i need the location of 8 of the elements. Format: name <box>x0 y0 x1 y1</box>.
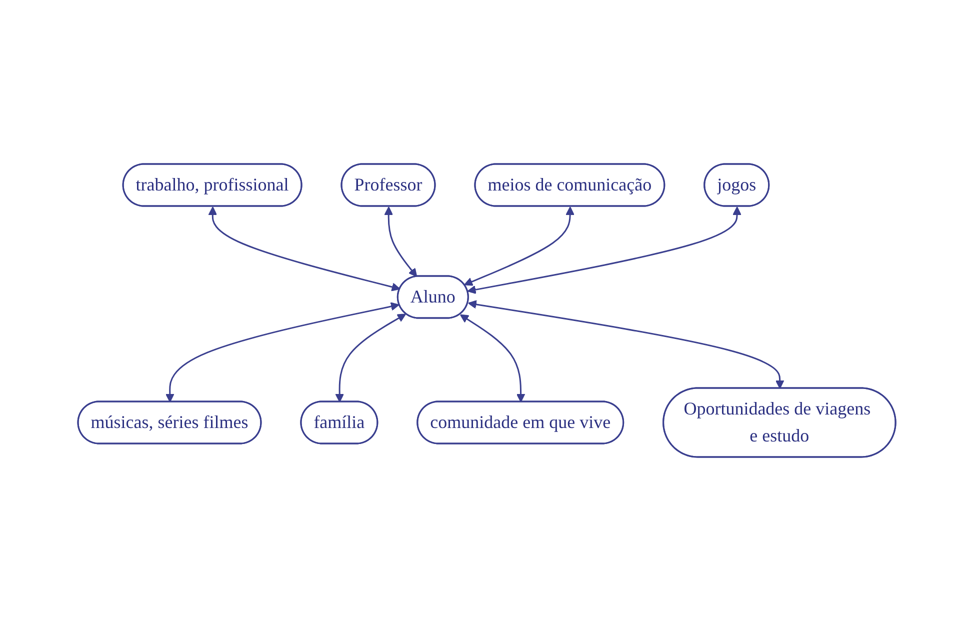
arrow <box>165 302 400 402</box>
arrow <box>334 313 406 402</box>
arrow <box>468 300 784 388</box>
arrow <box>460 314 525 402</box>
arrow <box>464 206 574 286</box>
arrow <box>467 206 742 294</box>
arrow <box>208 206 400 291</box>
arrow <box>384 206 417 277</box>
